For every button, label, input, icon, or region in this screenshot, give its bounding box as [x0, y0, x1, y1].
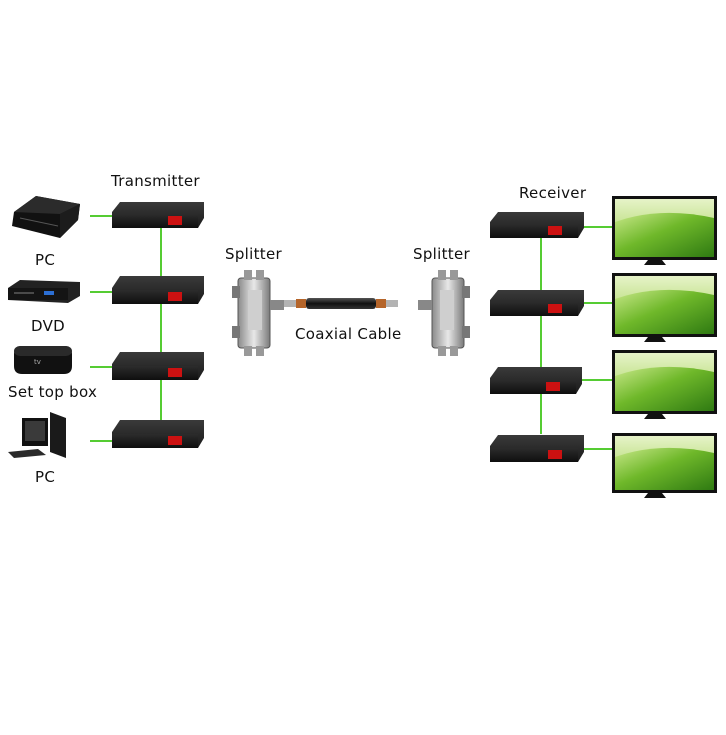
transmitter-4 — [112, 420, 204, 448]
dvd-player-icon — [8, 280, 80, 303]
display-led — [168, 436, 182, 445]
receiver-4 — [490, 435, 584, 462]
receiver-2 — [490, 290, 584, 316]
source-label-3: Set top box — [8, 383, 98, 401]
desktop-pc-icon — [8, 412, 66, 458]
splitter-left-label: Splitter — [225, 245, 282, 263]
receiver-links — [540, 226, 612, 450]
splitter-right-label: Splitter — [413, 245, 470, 263]
display-led — [548, 304, 562, 313]
display-led — [168, 216, 182, 225]
source-label-2: DVD — [31, 317, 65, 335]
receiver-3 — [490, 367, 582, 394]
display-led — [168, 292, 182, 301]
transmitter-3 — [112, 352, 204, 380]
receiver-1 — [490, 212, 584, 238]
splitter-right — [418, 270, 470, 356]
display-led — [546, 382, 560, 391]
transmitter-label: Transmitter — [111, 172, 200, 190]
transmitter-2 — [112, 276, 204, 304]
transmitter-1 — [112, 202, 204, 228]
coaxial-cable-label: Coaxial Cable — [295, 325, 402, 343]
transmitter-links — [90, 215, 162, 442]
coaxial-cable — [284, 298, 398, 309]
receiver-label: Receiver — [519, 184, 587, 202]
splitter-left — [232, 270, 284, 356]
svg-text:tv: tv — [34, 358, 41, 366]
display-1 — [612, 196, 717, 265]
display-led — [548, 226, 562, 235]
source-label-4: PC — [35, 468, 56, 486]
source-label-1: PC — [35, 251, 56, 269]
display-3 — [612, 350, 717, 419]
display-led — [168, 368, 182, 377]
game-console-icon — [12, 196, 80, 238]
set-top-box-icon: tv — [14, 346, 72, 374]
display-led — [548, 450, 562, 459]
display-4 — [612, 433, 717, 498]
display-2 — [612, 273, 717, 342]
